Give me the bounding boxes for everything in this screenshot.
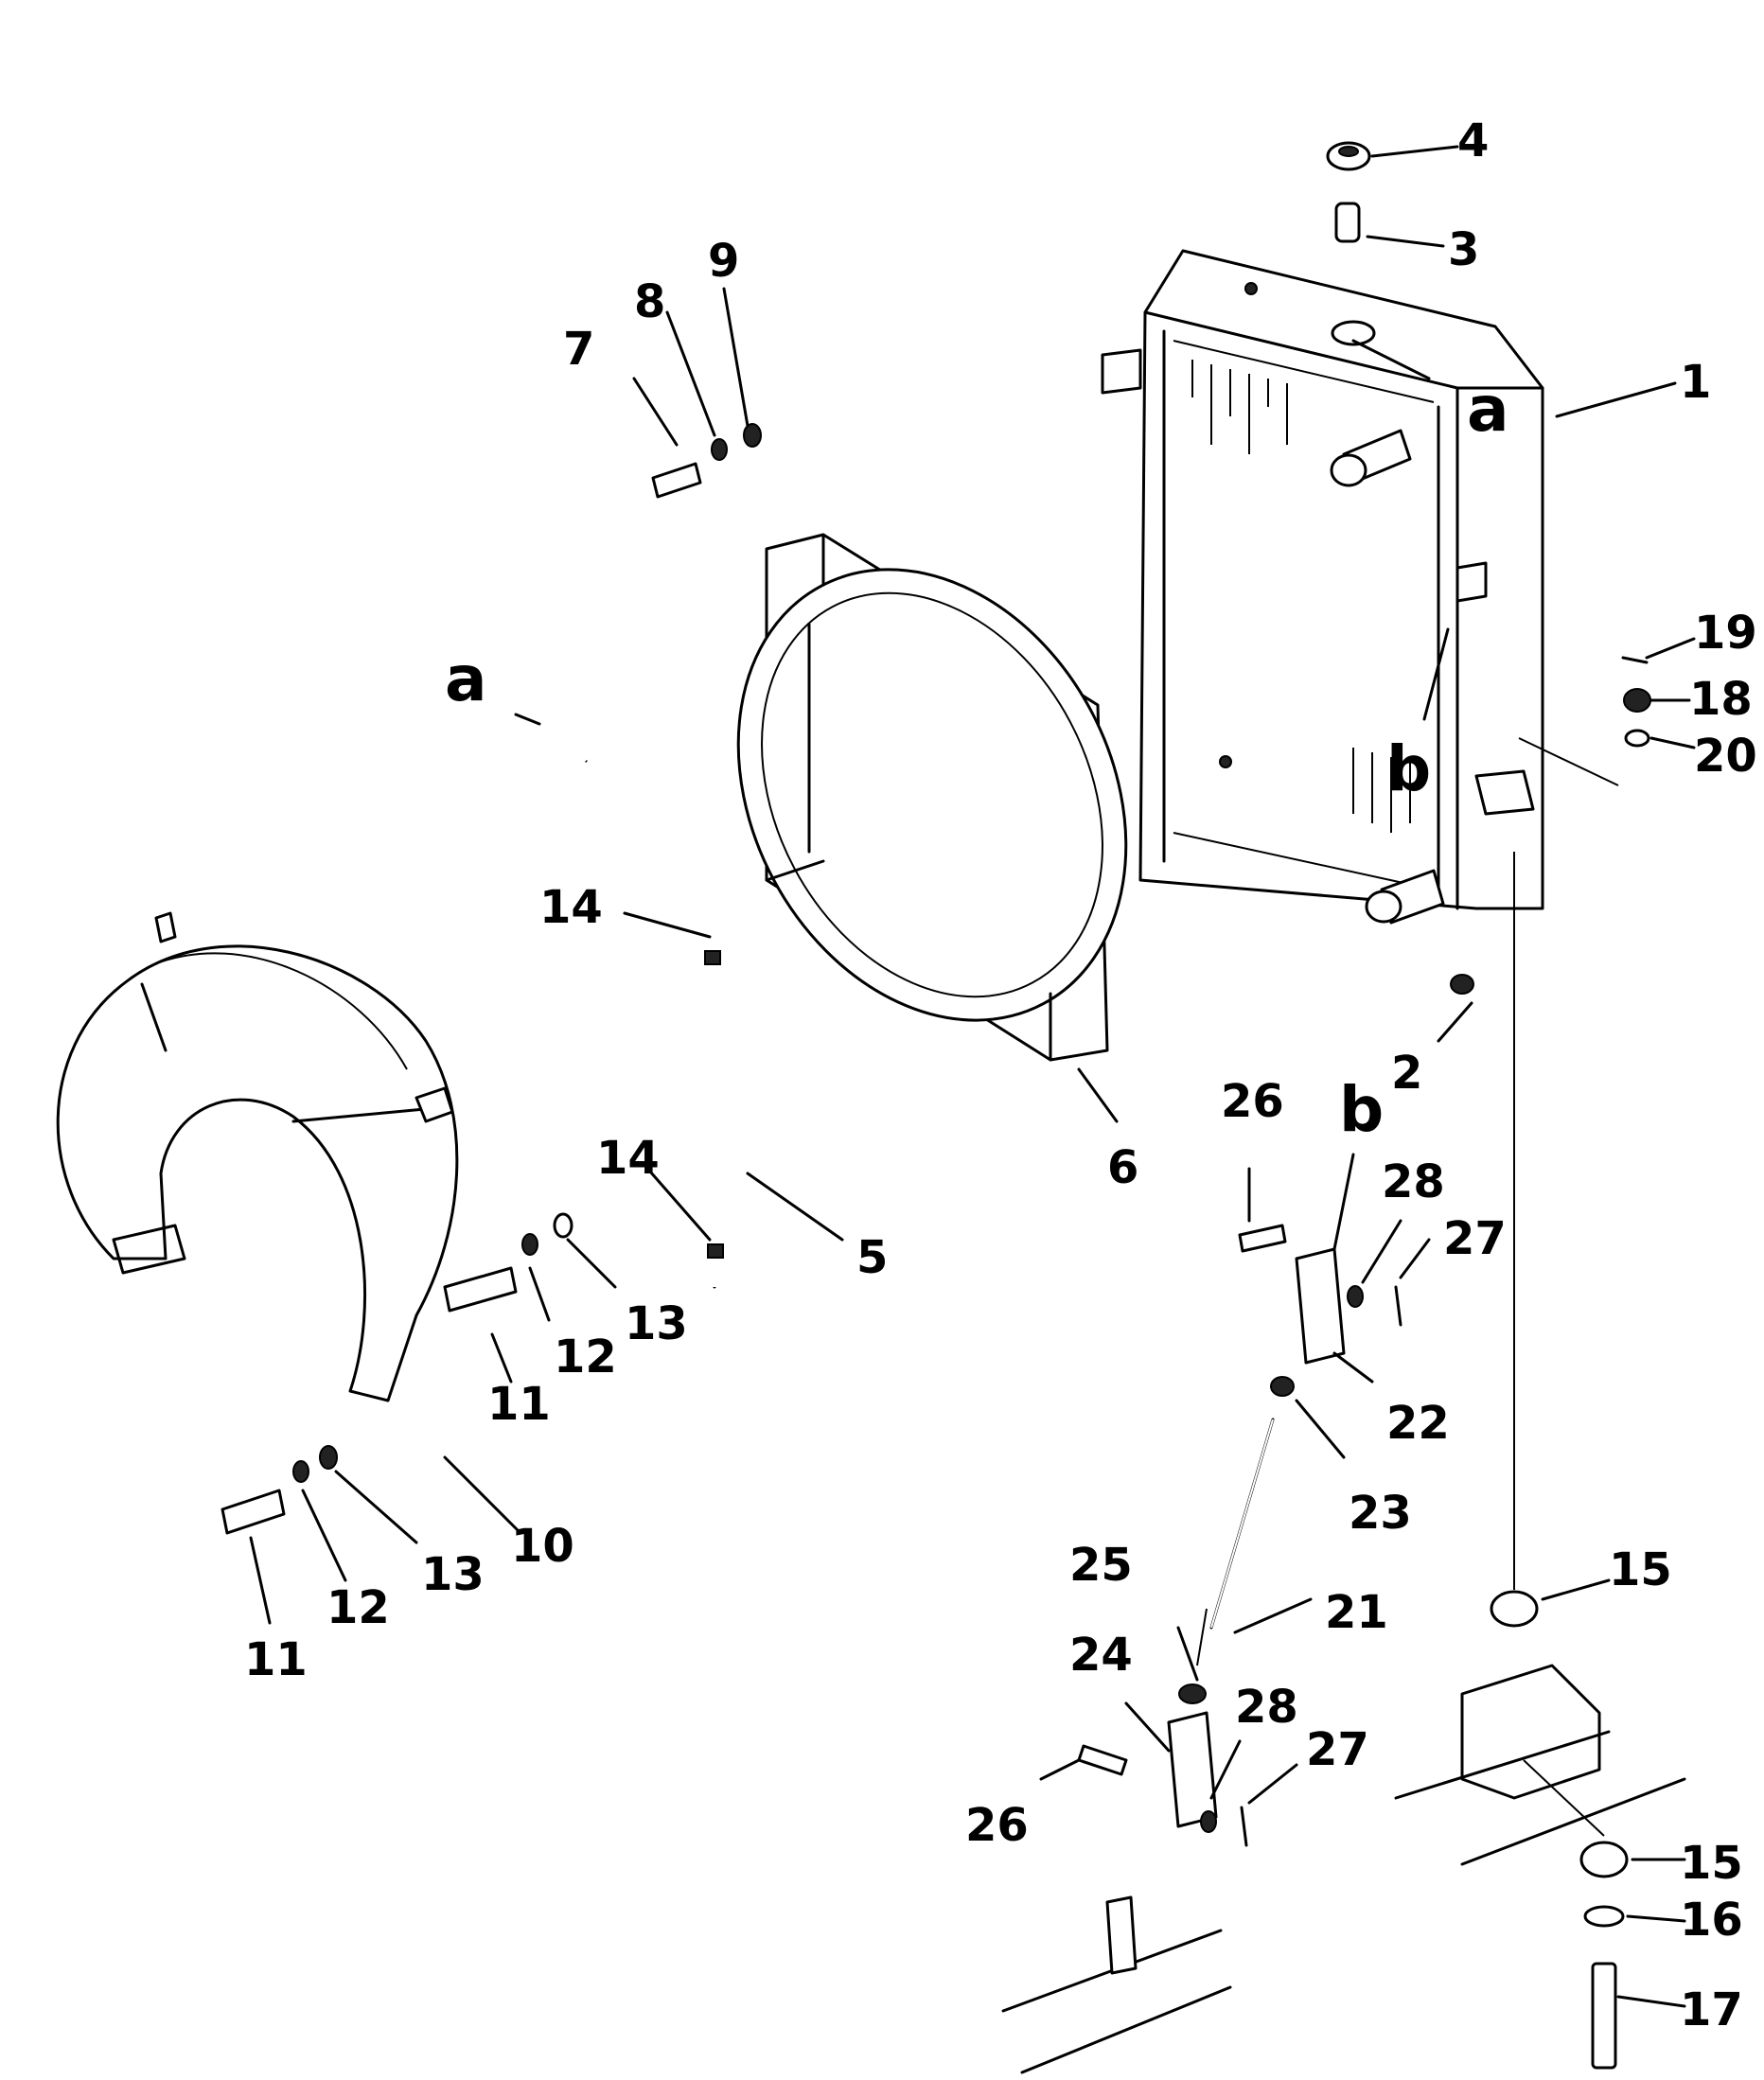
callout-28b: 28 [1235,1681,1298,1734]
callout-17: 17 [1680,1983,1743,2036]
ref-a-left: a [445,643,487,715]
callout-20: 20 [1694,730,1757,783]
callout-11b: 11 [244,1633,308,1686]
callout-12b: 12 [326,1581,390,1634]
callout-1: 1 [1680,356,1711,409]
ref-a-right: a [1467,373,1509,446]
callout-3: 3 [1448,223,1479,276]
ref-b-upper: b [1386,732,1431,805]
callout-8: 8 [634,275,665,328]
callout-12a: 12 [554,1331,617,1384]
mount-block [1001,1664,1686,2074]
callout-27a: 27 [1443,1212,1507,1265]
callout-14a: 14 [539,881,603,934]
callout-21: 21 [1325,1586,1388,1639]
callout-labels: 1 2 3 4 5 6 7 8 9 10 11 11 12 12 13 13 1… [244,115,1757,2036]
callout-2: 2 [1391,1047,1422,1100]
callout-9: 9 [708,235,739,288]
callout-10: 10 [511,1520,574,1573]
ref-b-lower: b [1339,1073,1384,1146]
callout-26a: 26 [1221,1075,1284,1128]
leader-lines [249,145,1696,2008]
callout-19: 19 [1694,607,1757,660]
bracket-part-22 [1295,1247,1346,1365]
callout-22: 22 [1386,1397,1450,1450]
callout-11a: 11 [487,1378,551,1431]
callout-13b: 13 [421,1548,485,1601]
hardware [220,141,1651,2070]
rod-part-5 [585,760,724,1289]
callout-15b: 15 [1680,1837,1743,1890]
callout-23: 23 [1349,1487,1412,1540]
reference-letters: a a b b [445,373,1509,1146]
callout-26b: 26 [965,1799,1029,1852]
callout-16: 16 [1680,1894,1743,1947]
callout-4: 4 [1457,115,1489,167]
radiator-part-1 [1101,249,1544,925]
callout-14b: 14 [596,1132,660,1185]
callout-15a: 15 [1609,1543,1672,1596]
callout-5: 5 [856,1231,888,1284]
callout-7: 7 [563,323,594,376]
callout-6: 6 [1107,1141,1138,1194]
callout-13a: 13 [625,1297,688,1350]
tie-rod-part-21 [1196,1418,1275,1666]
callout-27b: 27 [1306,1723,1369,1776]
callout-25: 25 [1069,1539,1133,1592]
bracket-part-24 [1167,1711,1218,1828]
callout-28a: 28 [1382,1155,1445,1208]
callout-24: 24 [1069,1629,1133,1682]
fan-shroud-part-6 [736,533,1128,1062]
callout-18: 18 [1689,673,1753,726]
fan-guard-part-10 [56,911,459,1402]
